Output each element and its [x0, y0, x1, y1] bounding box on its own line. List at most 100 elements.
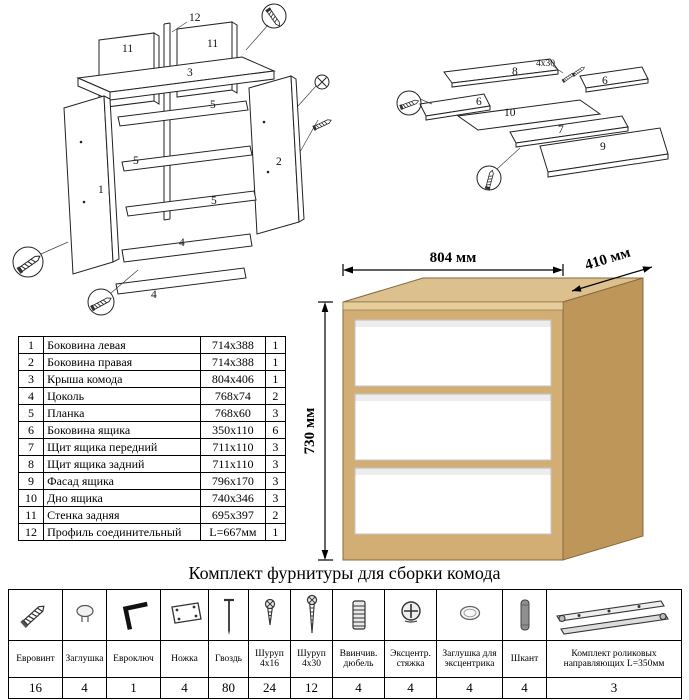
part-number: 2 — [17, 353, 45, 371]
hardware-qty: 16 — [8, 677, 63, 699]
hardware-icon-cell — [436, 589, 503, 641]
part-qty: 3 — [264, 438, 287, 456]
hardware-icon-cell — [106, 589, 161, 641]
svg-text:6: 6 — [476, 96, 482, 108]
part-name: Щит ящика передний — [43, 438, 202, 456]
svg-text:2: 2 — [276, 156, 282, 168]
drawer-side-right — [579, 66, 649, 93]
hardware-qty: 80 — [208, 677, 249, 699]
top-panel — [76, 56, 276, 101]
hardware-icons-row — [8, 589, 682, 641]
cam-lock-icon — [400, 601, 421, 623]
drawer-slides-icon — [556, 600, 669, 635]
part-qty: 2 — [264, 506, 287, 524]
height-dimension: 730 мм — [302, 408, 318, 455]
hardware-icon-cell — [332, 589, 385, 641]
svg-text:11: 11 — [207, 38, 218, 50]
part-size: 740x346 — [200, 489, 266, 507]
part-name: Планка — [43, 404, 202, 422]
confirmat-screw-icon — [19, 605, 45, 628]
svg-text:8: 8 — [512, 66, 518, 78]
part-name: Боковина левая — [43, 336, 202, 354]
part-qty: 1 — [264, 353, 287, 371]
part-number: 8 — [17, 455, 45, 473]
svg-text:5: 5 — [210, 99, 216, 111]
svg-text:4: 4 — [151, 289, 157, 301]
hardware-icon-cell — [502, 589, 547, 641]
screw-4x30-icon — [306, 594, 317, 634]
svg-text:10: 10 — [504, 107, 516, 119]
hardware-icon-cell — [160, 589, 209, 641]
svg-text:3: 3 — [187, 67, 193, 79]
cam-holes — [79, 120, 270, 204]
drawer-exploded-diagram: 8 4x30 6 6 10 7 9 — [396, 58, 669, 191]
part-size: 714x388 — [200, 336, 266, 354]
hardware-qty: 3 — [546, 677, 682, 699]
side-panel-right — [248, 75, 305, 235]
fastener-callouts — [12, 3, 330, 316]
part-size: 796x170 — [200, 472, 266, 490]
part-size: 711x110 — [200, 455, 266, 473]
hardware-qty: 4 — [384, 677, 437, 699]
cabinet-exploded-diagram: 12 11 11 3 5 5 5 1 2 4 4 — [12, 3, 333, 316]
hardware-names-row: Евровинт Заглушка Евроключ Ножка Гвоздь … — [8, 640, 682, 678]
hardware-qty: 12 — [290, 677, 333, 699]
leader-lines — [419, 65, 564, 170]
foot-icon — [170, 602, 202, 624]
part-number: 1 — [17, 336, 45, 354]
hardware-qty: 1 — [106, 677, 161, 699]
wooden-dowel-icon — [520, 599, 529, 631]
hardware-name: Евроключ — [106, 640, 161, 678]
part-number: 12 — [17, 523, 45, 541]
hardware-qty-row: 16 4 1 4 80 24 12 4 4 4 4 3 — [8, 677, 682, 699]
hardware-icon-cell — [384, 589, 437, 641]
part-number-labels: 12 11 11 3 5 5 5 1 2 4 4 — [98, 12, 282, 301]
svg-text:1: 1 — [98, 184, 104, 196]
hardware-name: Заглушка для эксцентрика — [436, 640, 503, 678]
part-name: Щит ящика задний — [43, 455, 202, 473]
part-name: Профиль соединительный — [43, 523, 202, 541]
chest-side-face — [562, 277, 644, 561]
svg-text:9: 9 — [600, 141, 606, 153]
svg-text:6: 6 — [602, 75, 608, 87]
hardware-qty: 4 — [160, 677, 209, 699]
part-name: Цоколь — [43, 387, 202, 405]
svg-text:7: 7 — [558, 124, 564, 136]
hardware-name: Шуруп 4x30 — [290, 640, 333, 678]
plinth-panels — [115, 233, 253, 295]
width-dimension: 804 мм — [430, 250, 477, 266]
part-size: 695x397 — [200, 506, 266, 524]
hardware-icon-cell — [248, 589, 291, 641]
hardware-qty: 4 — [332, 677, 385, 699]
hardware-icon-cell — [290, 589, 333, 641]
part-size: 714x388 — [200, 353, 266, 371]
part-number: 5 — [17, 404, 45, 422]
screw-in-dowel-icon — [351, 600, 366, 630]
hardware-icon-cell — [546, 589, 682, 641]
drawer-front-2 — [354, 393, 552, 461]
part-qty: 1 — [264, 336, 287, 354]
cam-cap-icon — [459, 605, 480, 621]
part-qty: 3 — [264, 489, 287, 507]
part-number: 6 — [17, 421, 45, 439]
part-qty: 3 — [264, 472, 287, 490]
part-number: 11 — [17, 506, 45, 524]
hardware-name: Ножка — [160, 640, 209, 678]
part-qty: 6 — [264, 421, 287, 439]
cap-icon — [75, 604, 94, 622]
drawer-side-left — [419, 93, 491, 121]
side-panel-left — [63, 95, 120, 275]
chest-top-edge — [342, 301, 564, 311]
hardware-name: Шкант — [502, 640, 547, 678]
part-qty: 1 — [264, 523, 287, 541]
svg-text:11: 11 — [122, 43, 133, 55]
